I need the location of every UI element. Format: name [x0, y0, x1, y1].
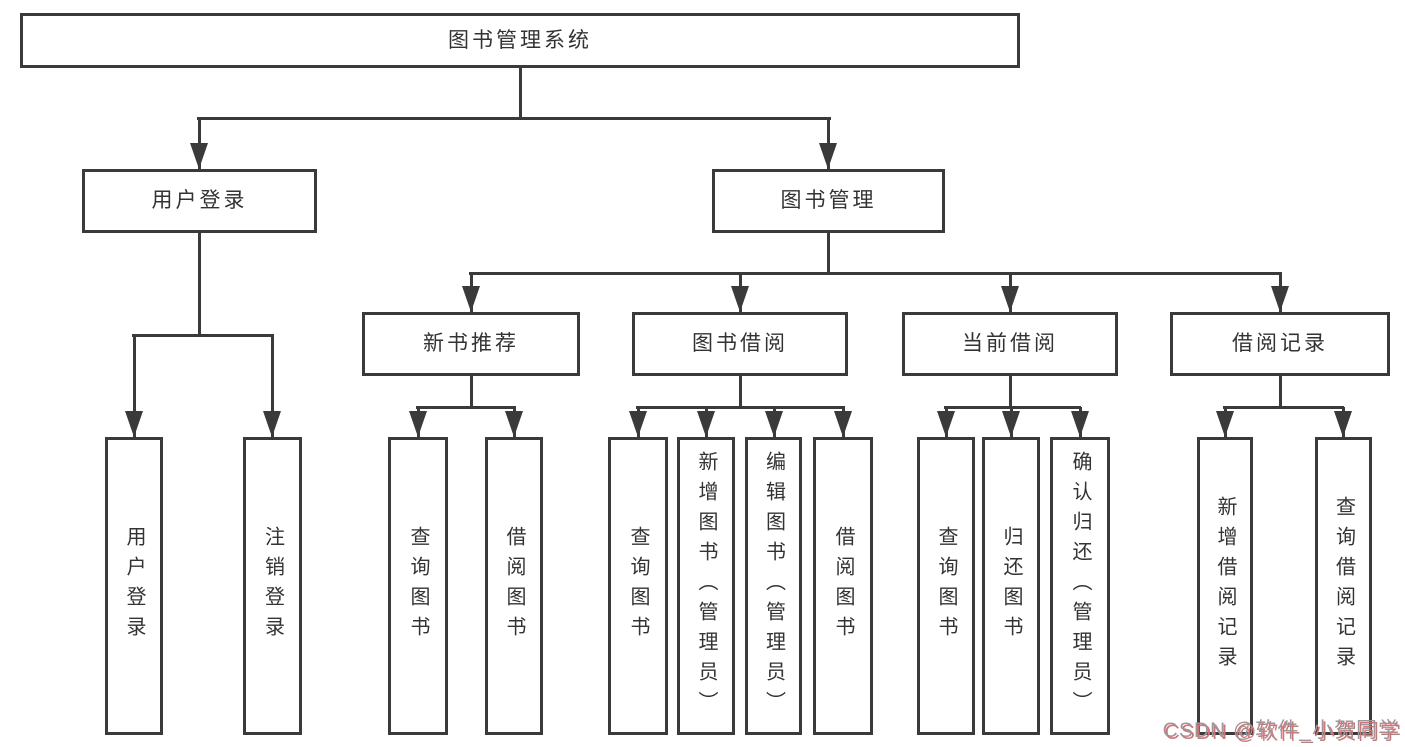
- connector-stem: [132, 335, 136, 437]
- arrowhead-down-icon: [409, 411, 427, 437]
- connector-line: [636, 406, 845, 409]
- connector-line: [469, 272, 1282, 275]
- node-book-borrowing: 图书借阅: [632, 312, 848, 376]
- connector-line: [1009, 376, 1012, 407]
- arrowhead-down-icon: [462, 286, 480, 312]
- node-label-borrow-books-recommend: 借阅图书: [503, 526, 525, 646]
- node-label-borrow-books-borrowing: 借阅图书: [832, 526, 854, 646]
- arrowhead-down-icon: [190, 143, 208, 169]
- arrowhead-down-icon: [1071, 411, 1089, 437]
- arrowhead-down-icon: [1216, 411, 1234, 437]
- node-query-borrow-record: 查询借阅记录: [1315, 437, 1372, 735]
- arrowhead-down-icon: [1334, 411, 1352, 437]
- node-label-user-login: 用户登录: [151, 189, 248, 213]
- node-user-login-leaf: 用户登录: [105, 437, 163, 735]
- node-label-confirm-return-admin: 确认归还（管理员）: [1069, 451, 1091, 721]
- connector-line: [198, 233, 201, 335]
- node-library-system: 图书管理系统: [20, 13, 1020, 68]
- node-return-books: 归还图书: [982, 437, 1040, 735]
- node-label-edit-books-admin: 编辑图书（管理员）: [762, 451, 785, 721]
- node-query-books-borrowing: 查询图书: [608, 437, 668, 735]
- arrowhead-down-icon: [731, 286, 749, 312]
- node-label-book-management: 图书管理: [780, 189, 877, 213]
- arrowhead-down-icon: [697, 411, 715, 437]
- connector-line: [827, 233, 830, 273]
- node-label-return-books: 归还图书: [1000, 526, 1022, 646]
- node-label-logout: 注销登录: [261, 526, 284, 646]
- connector-line: [519, 68, 522, 118]
- connector-line: [470, 376, 473, 407]
- node-query-books-recommend: 查询图书: [388, 437, 448, 735]
- node-label-query-books-borrowing: 查询图书: [627, 526, 649, 646]
- node-query-books-current: 查询图书: [917, 437, 975, 735]
- connector-line: [197, 117, 831, 120]
- node-label-query-borrow-record: 查询借阅记录: [1332, 496, 1355, 676]
- csdn-watermark: CSDN @软件_小贺同学: [1162, 719, 1400, 742]
- node-label-query-books-current: 查询图书: [935, 526, 957, 646]
- arrowhead-down-icon: [1001, 286, 1019, 312]
- arrowhead-down-icon: [765, 411, 783, 437]
- node-label-book-borrowing: 图书借阅: [692, 332, 788, 356]
- node-current-borrowing: 当前借阅: [902, 312, 1118, 376]
- node-label-add-borrow-record: 新增借阅记录: [1214, 496, 1236, 676]
- connector-line: [739, 376, 742, 407]
- node-label-new-book-recommend: 新书推荐: [423, 332, 519, 356]
- node-label-user-login-leaf: 用户登录: [123, 526, 145, 646]
- connector-stem: [270, 335, 274, 437]
- arrowhead-down-icon: [629, 411, 647, 437]
- node-label-add-books-admin: 新增图书（管理员）: [695, 451, 717, 721]
- node-logout: 注销登录: [243, 437, 302, 735]
- connector-line: [1279, 376, 1282, 407]
- arrowhead-down-icon: [263, 411, 281, 437]
- arrowhead-down-icon: [505, 411, 523, 437]
- node-borrowing-records: 借阅记录: [1170, 312, 1390, 376]
- node-add-borrow-record: 新增借阅记录: [1197, 437, 1253, 735]
- node-new-book-recommend: 新书推荐: [362, 312, 580, 376]
- connector-line: [1223, 406, 1344, 409]
- node-label-borrowing-records: 借阅记录: [1232, 332, 1328, 356]
- arrowhead-down-icon: [1002, 411, 1020, 437]
- arrowhead-down-icon: [1271, 286, 1289, 312]
- node-label-current-borrowing: 当前借阅: [962, 332, 1058, 356]
- arrowhead-down-icon: [125, 411, 143, 437]
- connector-line: [132, 334, 274, 337]
- connector-line: [416, 406, 516, 409]
- arrowhead-down-icon: [834, 411, 852, 437]
- node-edit-books-admin: 编辑图书（管理员）: [745, 437, 802, 735]
- connector-line: [944, 406, 1081, 409]
- node-label-library-system: 图书管理系统: [448, 28, 592, 52]
- node-borrow-books-borrowing: 借阅图书: [813, 437, 873, 735]
- node-confirm-return-admin: 确认归还（管理员）: [1050, 437, 1110, 735]
- node-add-books-admin: 新增图书（管理员）: [677, 437, 735, 735]
- node-borrow-books-recommend: 借阅图书: [485, 437, 543, 735]
- arrowhead-down-icon: [819, 143, 837, 169]
- node-user-login: 用户登录: [82, 169, 317, 233]
- arrowhead-down-icon: [937, 411, 955, 437]
- node-label-query-books-recommend: 查询图书: [407, 526, 429, 646]
- node-book-management: 图书管理: [712, 169, 945, 233]
